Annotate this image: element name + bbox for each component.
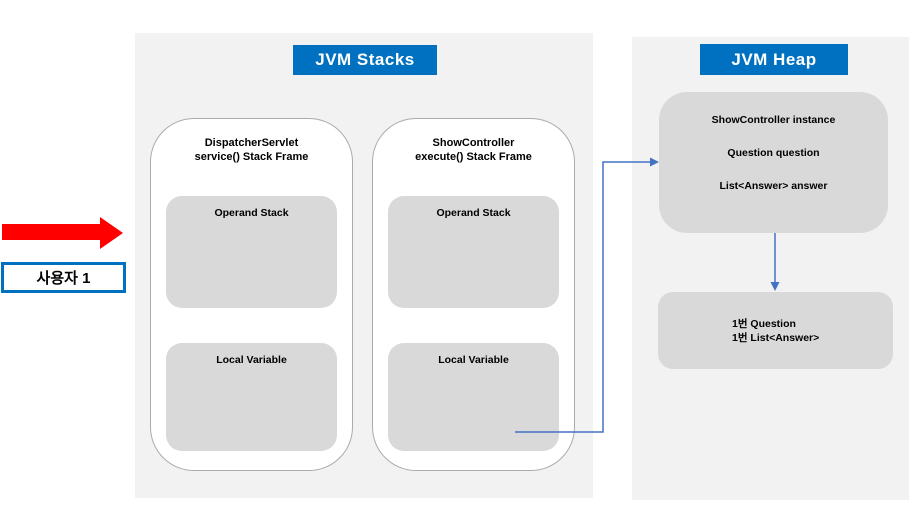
operand-stack-box: Operand Stack: [166, 196, 337, 308]
operand-stack-label: Operand Stack: [436, 207, 511, 219]
stack-frame-showcontroller: ShowController execute() Stack Frame Ope…: [372, 118, 575, 471]
frame-title-line1: DispatcherServlet: [204, 137, 299, 149]
heap-data-box: 1번 Question 1번 List<Answer>: [658, 292, 893, 369]
heap-data-line: 1번 List<Answer>: [732, 331, 820, 344]
user-request-arrow-icon: [2, 217, 123, 249]
jvm-heap-title: JVM Heap: [700, 44, 848, 75]
local-variable-box: Local Variable controller this: [166, 343, 337, 451]
heap-instance-box: ShowController instance Question questio…: [659, 92, 888, 233]
local-variable-label: Local Variable: [438, 354, 509, 366]
local-variable-label: Local Variable: [216, 354, 287, 366]
frame-title-line2: service() Stack Frame: [194, 151, 309, 163]
heap-instance-line: Question question: [727, 147, 820, 159]
local-variable-box: Local Variable this: [388, 343, 559, 451]
stack-frame-title: DispatcherServlet service() Stack Frame: [151, 136, 352, 164]
operand-stack-label: Operand Stack: [214, 207, 289, 219]
operand-stack-box: Operand Stack: [388, 196, 559, 308]
heap-instance-line: List<Answer> answer: [719, 180, 828, 192]
jvm-stacks-title: JVM Stacks: [293, 45, 437, 75]
frame-title-line2: execute() Stack Frame: [415, 151, 532, 163]
user-label-box: 사용자 1: [1, 262, 126, 293]
frame-title-line1: ShowController: [432, 137, 515, 149]
stack-frame-dispatcherservlet: DispatcherServlet service() Stack Frame …: [150, 118, 353, 471]
heap-data-line: 1번 Question: [732, 317, 796, 330]
heap-instance-line: ShowController instance: [711, 114, 836, 126]
stack-frame-title: ShowController execute() Stack Frame: [373, 136, 574, 164]
